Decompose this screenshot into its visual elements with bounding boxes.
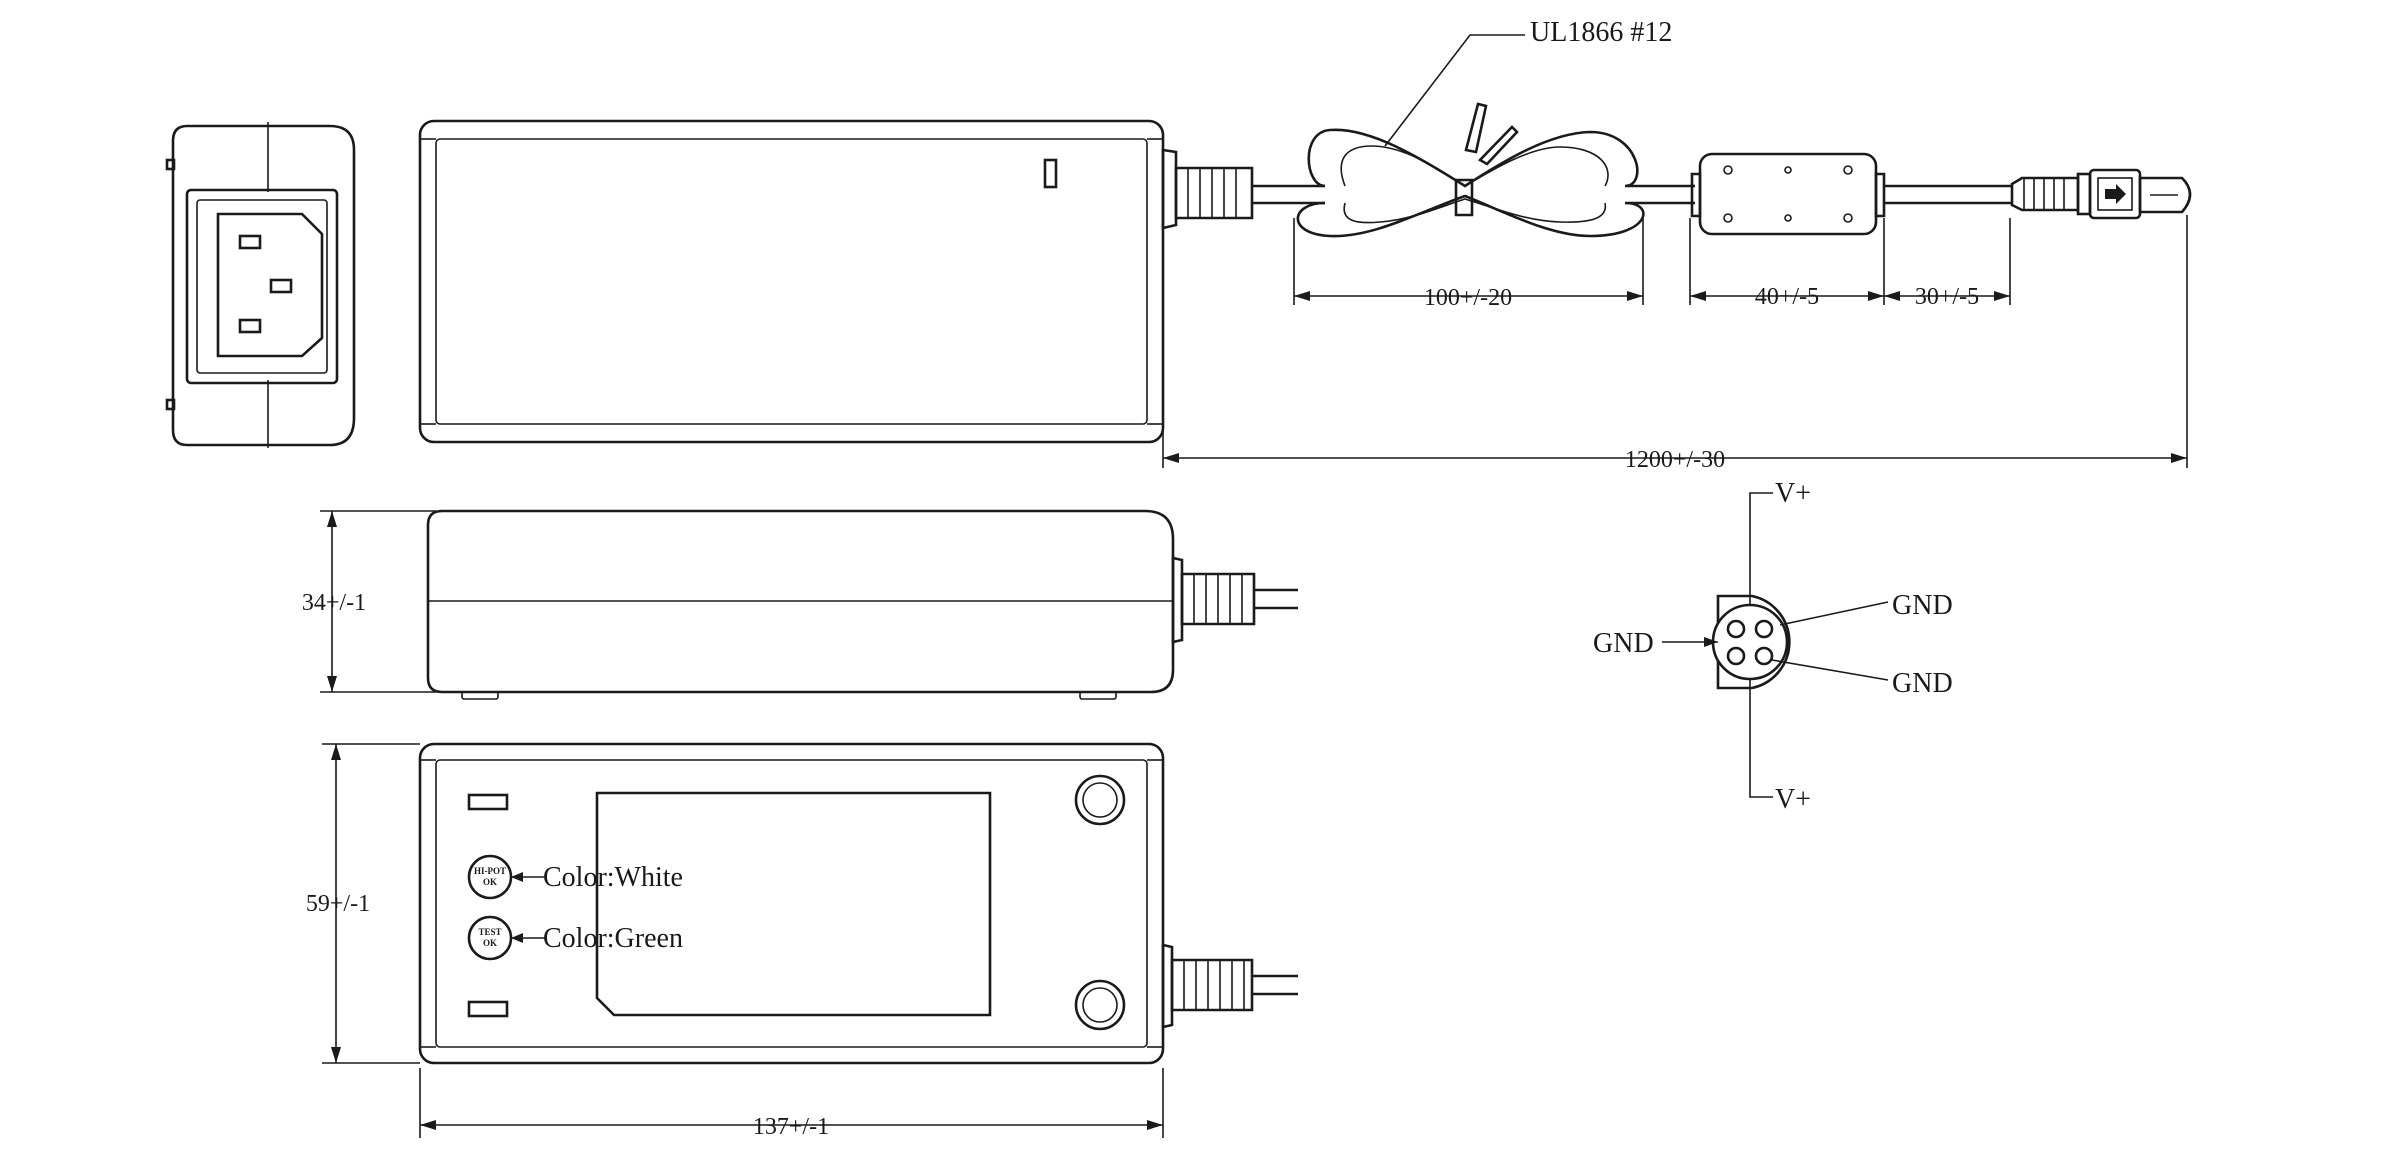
- pin-top: V+: [1775, 478, 1811, 509]
- dim-core-to-plug: 30+/-5: [1915, 284, 1979, 310]
- label-2-stamp-line-1: TEST: [478, 927, 501, 937]
- label-2-text: Color:Green: [543, 923, 683, 954]
- width-dimension: 59+/-1: [306, 743, 420, 1064]
- dim-ferrite-core: 40+/-5: [1755, 284, 1819, 310]
- dc-cable: [1252, 102, 2192, 238]
- pin-right-upper: GND: [1892, 590, 1953, 621]
- end-view: [165, 122, 356, 448]
- top-view: [418, 119, 1254, 444]
- cable-spec-callout: UL1866 #12: [1384, 17, 1672, 147]
- dim-cable-loop: 100+/-20: [1424, 285, 1512, 311]
- pin-left: GND: [1593, 628, 1654, 659]
- label-2-stamp-line-2: OK: [483, 938, 497, 948]
- dim-width: 59+/-1: [306, 891, 370, 917]
- cable-dimensions: 100+/-20 40+/-5 30+/-5 1200+/-30: [1162, 215, 2188, 473]
- label-1-stamp-line-1: HI-POT: [474, 866, 506, 876]
- height-dimension: 34+/-1: [302, 510, 436, 693]
- label-1-text: Color:White: [543, 862, 683, 893]
- dim-length: 137+/-1: [753, 1114, 829, 1140]
- label-1-stamp-line-2: OK: [483, 877, 497, 887]
- pinout-diagram: V+ V+ GND GND GND: [1593, 478, 1953, 815]
- length-dimension: 137+/-1: [419, 1068, 1164, 1140]
- side-view: [426, 509, 1298, 700]
- bottom-view: HI-POT OK TEST OK Color:White Color:Gree…: [418, 742, 1298, 1065]
- pin-right-lower: GND: [1892, 668, 1953, 699]
- dim-height: 34+/-1: [302, 590, 366, 616]
- dim-cable-length: 1200+/-30: [1625, 447, 1725, 473]
- cable-spec: UL1866 #12: [1530, 17, 1672, 48]
- pin-bottom: V+: [1775, 784, 1811, 815]
